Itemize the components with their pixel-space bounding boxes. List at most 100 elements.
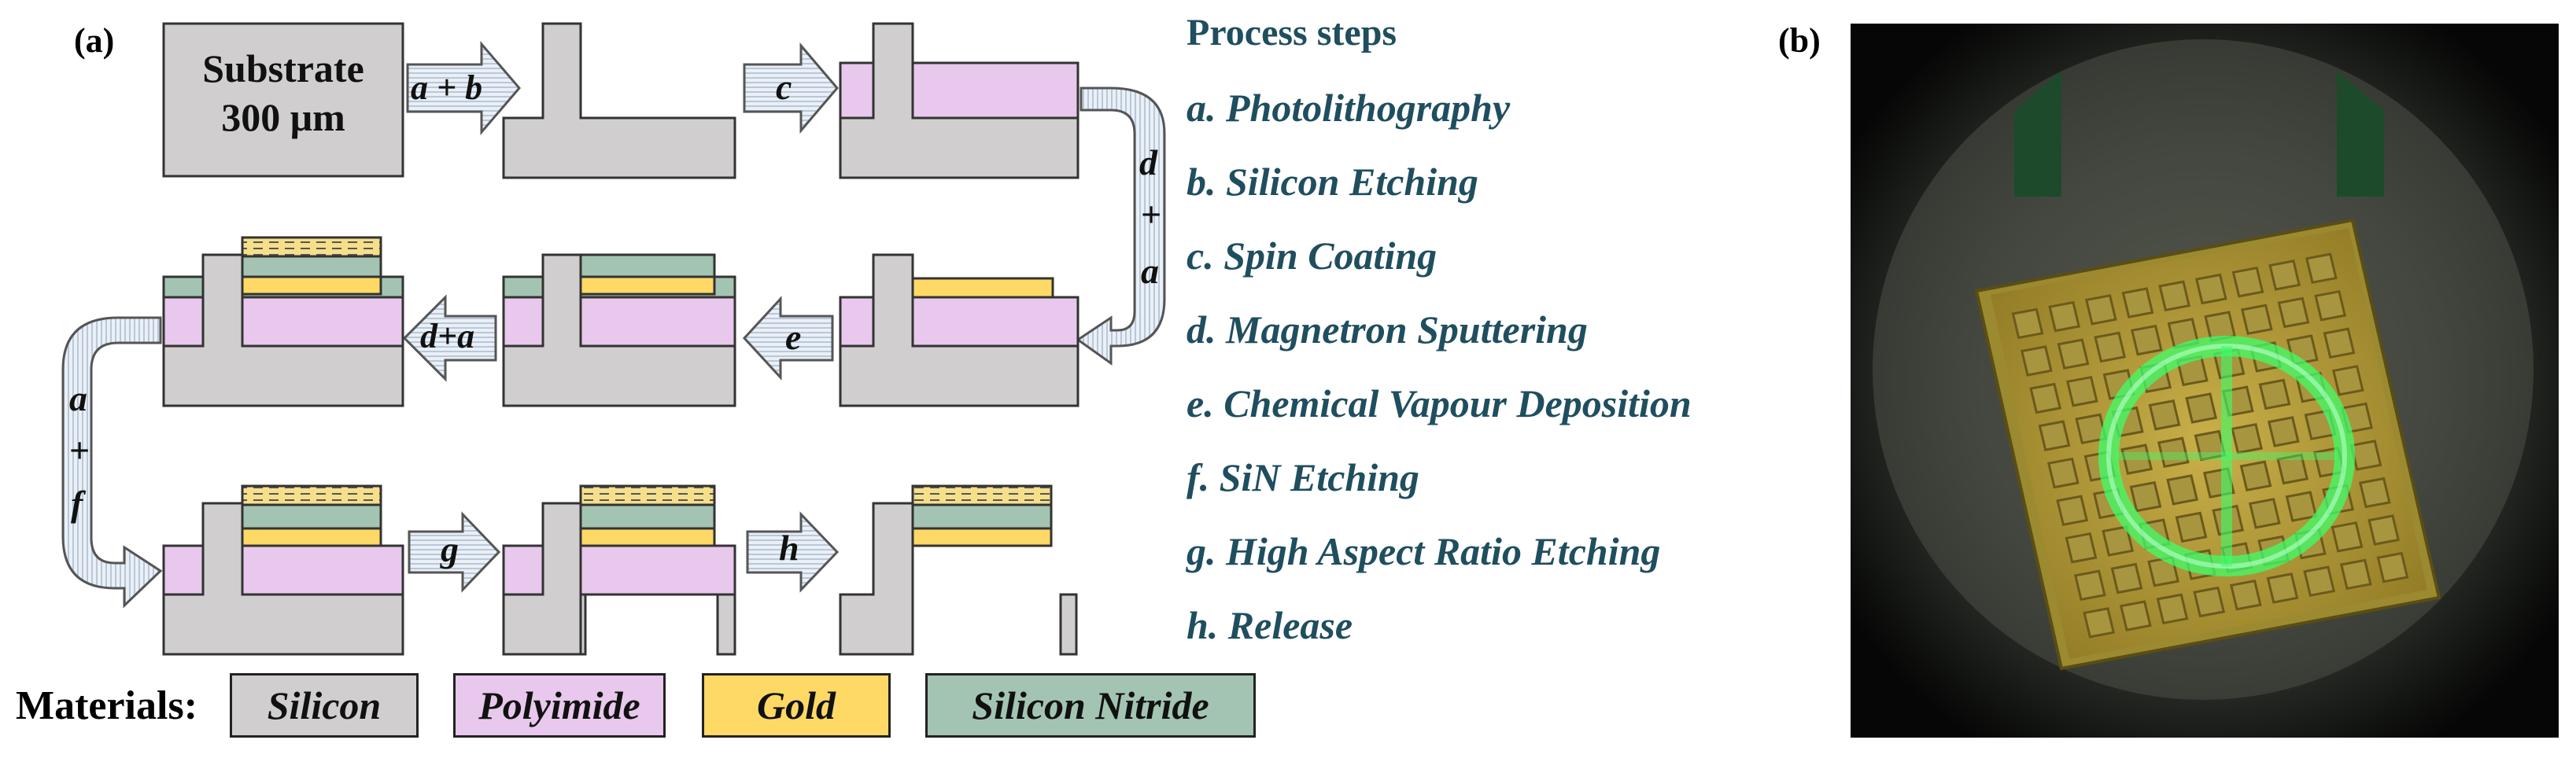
micrograph-cell: [2314, 289, 2347, 322]
micrograph-cell: [2339, 558, 2372, 591]
arrow-label-f: f: [71, 484, 83, 524]
micrograph-cell: [2020, 345, 2053, 377]
substrate-label: Substrate 300 μm: [164, 44, 403, 142]
micrograph-cell: [2130, 324, 2163, 356]
micrograph-cell: [2102, 525, 2135, 557]
process-step-d: d. Magnetron Sputtering: [1187, 307, 1588, 352]
structure-step3: [839, 22, 1079, 179]
micrograph-cell: [2239, 460, 2272, 492]
micrograph-cell: [2258, 378, 2291, 410]
micrograph-cell: [2038, 420, 2071, 451]
micrograph-cell: [2349, 440, 2382, 471]
micrograph-cell: [2323, 327, 2356, 359]
structure-step9: [839, 484, 1078, 656]
micrograph: [1851, 24, 2559, 738]
micrograph-cell: [2305, 252, 2338, 284]
structure-step8: [502, 484, 736, 656]
arrow-label-d-top: d: [1139, 142, 1157, 182]
arrow-label-ab: a + b: [411, 68, 483, 107]
micrograph-cell: [2285, 491, 2318, 522]
micrograph-cell: [2083, 607, 2116, 639]
micrograph-cell: [2084, 294, 2117, 326]
structure-step5: [502, 253, 736, 407]
arrow-label-c: c: [776, 67, 792, 107]
micrograph-cell: [2029, 382, 2062, 414]
micrograph-cell: [2148, 399, 2181, 431]
process-step-b: b. Silicon Etching: [1187, 160, 1478, 204]
arrow-label-a-right: a: [1141, 251, 1159, 291]
panel-label-a: (a): [74, 21, 115, 60]
micrograph-cell: [2094, 331, 2127, 363]
materials-label: Materials:: [16, 683, 198, 728]
legend-polyimide: Polyimide: [453, 673, 666, 738]
structure-step6: [162, 236, 404, 407]
micrograph-cell: [2331, 365, 2364, 396]
micrograph-cell: [2248, 498, 2281, 529]
arrow-da: [402, 294, 497, 382]
micrograph-cell: [2277, 296, 2310, 329]
process-steps-title: Process steps: [1187, 12, 1397, 53]
micrograph-cell: [2231, 422, 2264, 455]
micrograph-cell: [2158, 280, 2191, 312]
legend-gold: Gold: [702, 673, 891, 738]
process-step-g: g. High Aspect Ratio Etching: [1187, 529, 1661, 573]
arrow-e: [742, 296, 834, 381]
process-step-c: c. Spin Coating: [1187, 234, 1437, 278]
arrow-label-a-left: a: [69, 378, 87, 418]
micrograph-cell: [2267, 416, 2300, 447]
panel-label-b: (b): [1778, 21, 1821, 60]
micrograph-cell: [2121, 287, 2154, 318]
micrograph-cell: [2276, 453, 2309, 485]
arrow-label-plus1: +: [1141, 194, 1162, 234]
substrate-block: [162, 22, 404, 178]
micrograph-cell: [2331, 521, 2364, 553]
micrograph-cell: [2358, 477, 2391, 509]
legend-silicon: Silicon: [230, 673, 419, 738]
arrow-a-plus-f: [61, 316, 163, 609]
arrow-c: [743, 42, 839, 134]
micrograph-cell: [2193, 586, 2226, 618]
micrograph-cell: [2229, 579, 2262, 611]
process-step-h: h. Release: [1187, 603, 1353, 647]
structure-step4: [839, 253, 1079, 407]
arrow-d-plus-a: [1076, 87, 1166, 366]
micrograph-cell: [2065, 532, 2098, 564]
micrograph-cell: [2367, 514, 2401, 546]
micrograph-cell: [2048, 300, 2081, 333]
micrograph-cell: [2268, 260, 2301, 291]
arrow-label-e: e: [785, 317, 802, 357]
micrograph-cell: [2119, 600, 2152, 631]
micrograph-cell: [2376, 551, 2409, 583]
micrograph-cell: [2175, 511, 2208, 543]
legend-silicon-nitride: Silicon Nitride: [925, 673, 1256, 738]
arrow-label-g: g: [441, 529, 459, 569]
arrow-label-h: h: [779, 528, 799, 568]
micrograph-cell: [2231, 266, 2264, 298]
micrograph-cell: [2185, 392, 2218, 424]
substrate-label-line1: Substrate: [202, 46, 364, 90]
micrograph-cell: [2129, 480, 2162, 513]
arrow-label-da: d+a: [420, 317, 475, 355]
micrograph-cell: [2303, 565, 2336, 597]
micrograph-cell: [2065, 375, 2098, 407]
micrograph-cell: [2157, 436, 2190, 469]
arrow-g: [408, 511, 501, 593]
process-step-a: a. Photolithography: [1187, 86, 1511, 130]
process-step-f: f. SiN Etching: [1187, 455, 1419, 499]
arrow-h: [746, 511, 840, 593]
substrate-label-line2: 300 μm: [221, 95, 345, 139]
structure-step7: [162, 484, 404, 656]
micrograph-cell: [2011, 307, 2044, 340]
arrow-label-plus2: +: [69, 430, 90, 470]
micrograph-cell: [2056, 495, 2089, 526]
micrograph-cell: [2266, 572, 2299, 604]
process-step-e: e. Chemical Vapour Deposition: [1187, 381, 1692, 425]
arrow-ab: [406, 40, 521, 136]
micrograph-cell: [2240, 304, 2273, 336]
micrograph-cell: [2120, 444, 2153, 475]
micrograph-cell: [2166, 474, 2199, 506]
structure-step2: [502, 22, 736, 179]
micrograph-cell: [2156, 593, 2189, 625]
micrograph-cell: [2046, 457, 2080, 489]
